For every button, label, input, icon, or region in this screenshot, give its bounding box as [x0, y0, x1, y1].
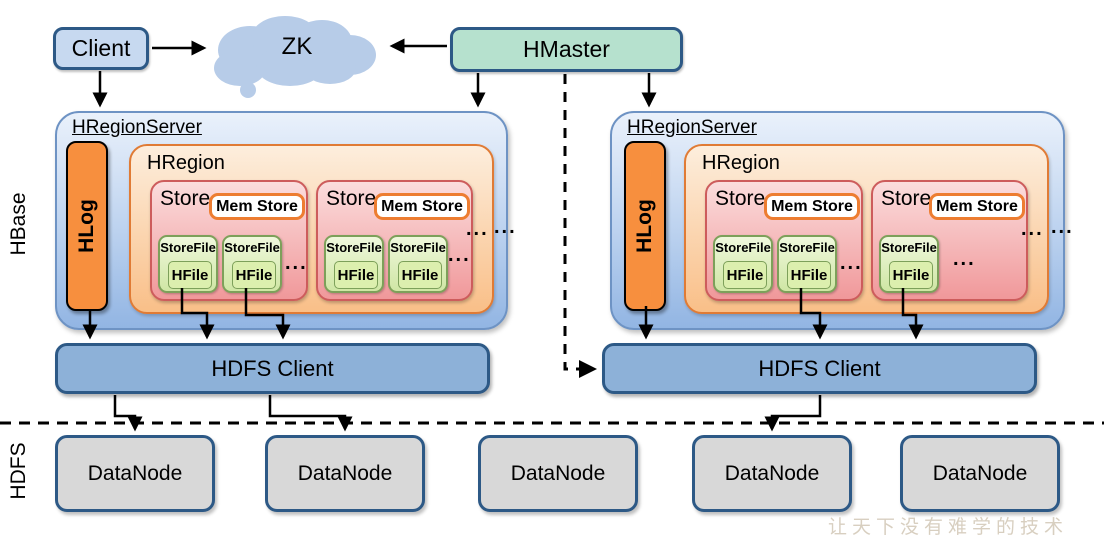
- mem-store-box: Mem Store: [374, 193, 470, 220]
- watermark-text: 让天下没有难学的技术: [828, 517, 1069, 535]
- store-file-box: StoreFile HFile: [777, 235, 837, 293]
- store-file-label: StoreFile: [160, 240, 216, 255]
- store-file-label: StoreFile: [715, 240, 771, 255]
- dashed-arrow-hmaster-to-hdfs-client: [563, 74, 597, 378]
- datanode-box: DataNode: [900, 435, 1060, 512]
- datanode-box: DataNode: [478, 435, 638, 512]
- zookeeper-label: ZK: [281, 33, 313, 60]
- region-server-label: HRegionServer: [627, 117, 757, 138]
- arrow-hdfs-client-to-datanode: [764, 395, 822, 432]
- more-store-files-ellipsis: ...: [840, 252, 863, 274]
- hdfs-client-left: HDFS Client: [55, 343, 490, 394]
- store-file-box: StoreFile HFile: [222, 235, 282, 293]
- hfile-box: HFile: [889, 261, 933, 289]
- store-file-label: StoreFile: [326, 240, 382, 255]
- region-server-right: HRegionServer HLog HRegion Store Mem Sto…: [610, 111, 1072, 330]
- store-file-box: StoreFile HFile: [158, 235, 218, 293]
- hfile-box: HFile: [787, 261, 831, 289]
- more-stores-ellipsis: ...: [1021, 218, 1044, 240]
- store-file-box: StoreFile HFile: [713, 235, 773, 293]
- hregion-box: HRegion Store Mem Store StoreFile HFile …: [129, 144, 494, 314]
- store-file-box: StoreFile HFile: [879, 235, 939, 293]
- hfile-box: HFile: [723, 261, 767, 289]
- hbase-side-label: HBase: [7, 192, 30, 256]
- hlog-box: HLog: [66, 141, 108, 311]
- mem-store-box: Mem Store: [764, 193, 860, 220]
- store-box: Store Mem Store StoreFile HFile StoreFil…: [705, 180, 863, 301]
- hdfs-client-right: HDFS Client: [602, 343, 1037, 394]
- arrow-hdfs-client-to-datanode: [268, 395, 353, 432]
- datanode-box: DataNode: [692, 435, 852, 512]
- hregion-label: HRegion: [702, 152, 780, 174]
- hlog-label: HLog: [75, 199, 98, 253]
- region-server-left: HRegionServer HLog HRegion Store Mem Sto…: [55, 111, 515, 330]
- hfile-box: HFile: [232, 261, 276, 289]
- store-box: Store Mem Store StoreFile HFile StoreFil…: [150, 180, 308, 301]
- datanode-box: DataNode: [265, 435, 425, 512]
- store-box: Store Mem Store StoreFile HFile ...: [871, 180, 1028, 301]
- store-file-label: StoreFile: [224, 240, 280, 255]
- store-label: Store: [160, 187, 211, 210]
- hlog-label: HLog: [633, 199, 656, 253]
- hlog-box: HLog: [624, 141, 666, 311]
- client-box: Client: [53, 27, 149, 70]
- more-stores-ellipsis: ...: [466, 218, 489, 240]
- store-label: Store: [715, 187, 766, 210]
- more-store-files-ellipsis: ...: [448, 244, 471, 266]
- more-store-files-ellipsis: ...: [953, 248, 976, 270]
- store-label: Store: [326, 187, 377, 210]
- hregion-box: HRegion Store Mem Store StoreFile HFile …: [684, 144, 1049, 314]
- hregion-label: HRegion: [147, 152, 225, 174]
- hfile-box: HFile: [398, 261, 442, 289]
- store-file-label: StoreFile: [881, 240, 937, 255]
- more-regions-ellipsis: ...: [1051, 216, 1074, 238]
- more-store-files-ellipsis: ...: [285, 252, 308, 274]
- store-file-box: StoreFile HFile: [324, 235, 384, 293]
- arrow-hdfs-client-to-datanode: [113, 395, 143, 432]
- hfile-box: HFile: [334, 261, 378, 289]
- datanode-box: DataNode: [55, 435, 215, 512]
- store-file-label: StoreFile: [390, 240, 446, 255]
- region-server-label: HRegionServer: [72, 117, 202, 138]
- hdfs-side-label: HDFS: [7, 442, 30, 500]
- mem-store-box: Mem Store: [929, 193, 1025, 220]
- store-box: Store Mem Store StoreFile HFile StoreFil…: [316, 180, 473, 301]
- hmaster-box: HMaster: [450, 27, 683, 72]
- store-file-box: StoreFile HFile: [388, 235, 448, 293]
- hfile-box: HFile: [168, 261, 212, 289]
- mem-store-box: Mem Store: [209, 193, 305, 220]
- store-file-label: StoreFile: [779, 240, 835, 255]
- store-label: Store: [881, 187, 932, 210]
- more-regions-ellipsis: ...: [494, 216, 517, 238]
